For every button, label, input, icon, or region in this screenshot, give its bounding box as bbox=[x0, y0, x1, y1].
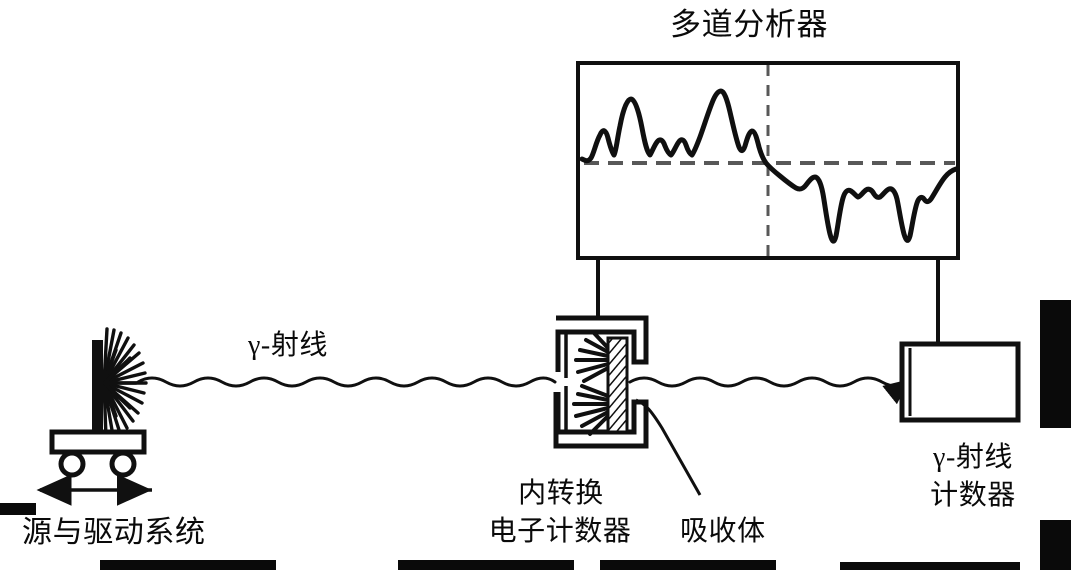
conversion-electron-rays-upper bbox=[574, 331, 610, 383]
gamma-counter-label-line1: γ-射线 bbox=[933, 442, 1013, 473]
gamma-beam-wave-right bbox=[628, 376, 910, 405]
detector-inner-chamber bbox=[564, 330, 626, 434]
cart-wheel-right bbox=[109, 450, 137, 478]
source-drive-system-graphic bbox=[36, 327, 152, 506]
analyzer-connectors bbox=[596, 258, 940, 344]
cart-wheel-left bbox=[58, 450, 86, 478]
absorber-callout-leader bbox=[635, 398, 702, 496]
source-post bbox=[92, 340, 103, 432]
conversion-counter-label-line2: 电子计数器 bbox=[488, 516, 632, 547]
analyzer-title: 多道分析器 bbox=[670, 7, 829, 42]
scan-edge-artifacts bbox=[0, 300, 1071, 570]
conversion-electron-rays-lower bbox=[572, 384, 610, 436]
gamma-beam-wave-left bbox=[136, 376, 557, 388]
absorber-label: 吸收体 bbox=[680, 516, 766, 547]
gamma-counter-label-line2: 计数器 bbox=[930, 480, 1016, 511]
source-drive-system-label: 源与驱动系统 bbox=[22, 516, 206, 549]
spectrum-trace bbox=[579, 88, 959, 244]
absorber-bar bbox=[606, 336, 629, 434]
gamma-counter-graphic bbox=[899, 341, 1021, 423]
conversion-electron-detector-graphic bbox=[553, 315, 649, 449]
gamma-ray-beam-label: γ-射线 bbox=[248, 330, 328, 361]
source-burst-rays bbox=[102, 327, 148, 439]
analyzer-display-box bbox=[576, 61, 960, 260]
conversion-counter-label-line1: 内转换 bbox=[518, 478, 604, 509]
cart-body bbox=[49, 429, 147, 455]
